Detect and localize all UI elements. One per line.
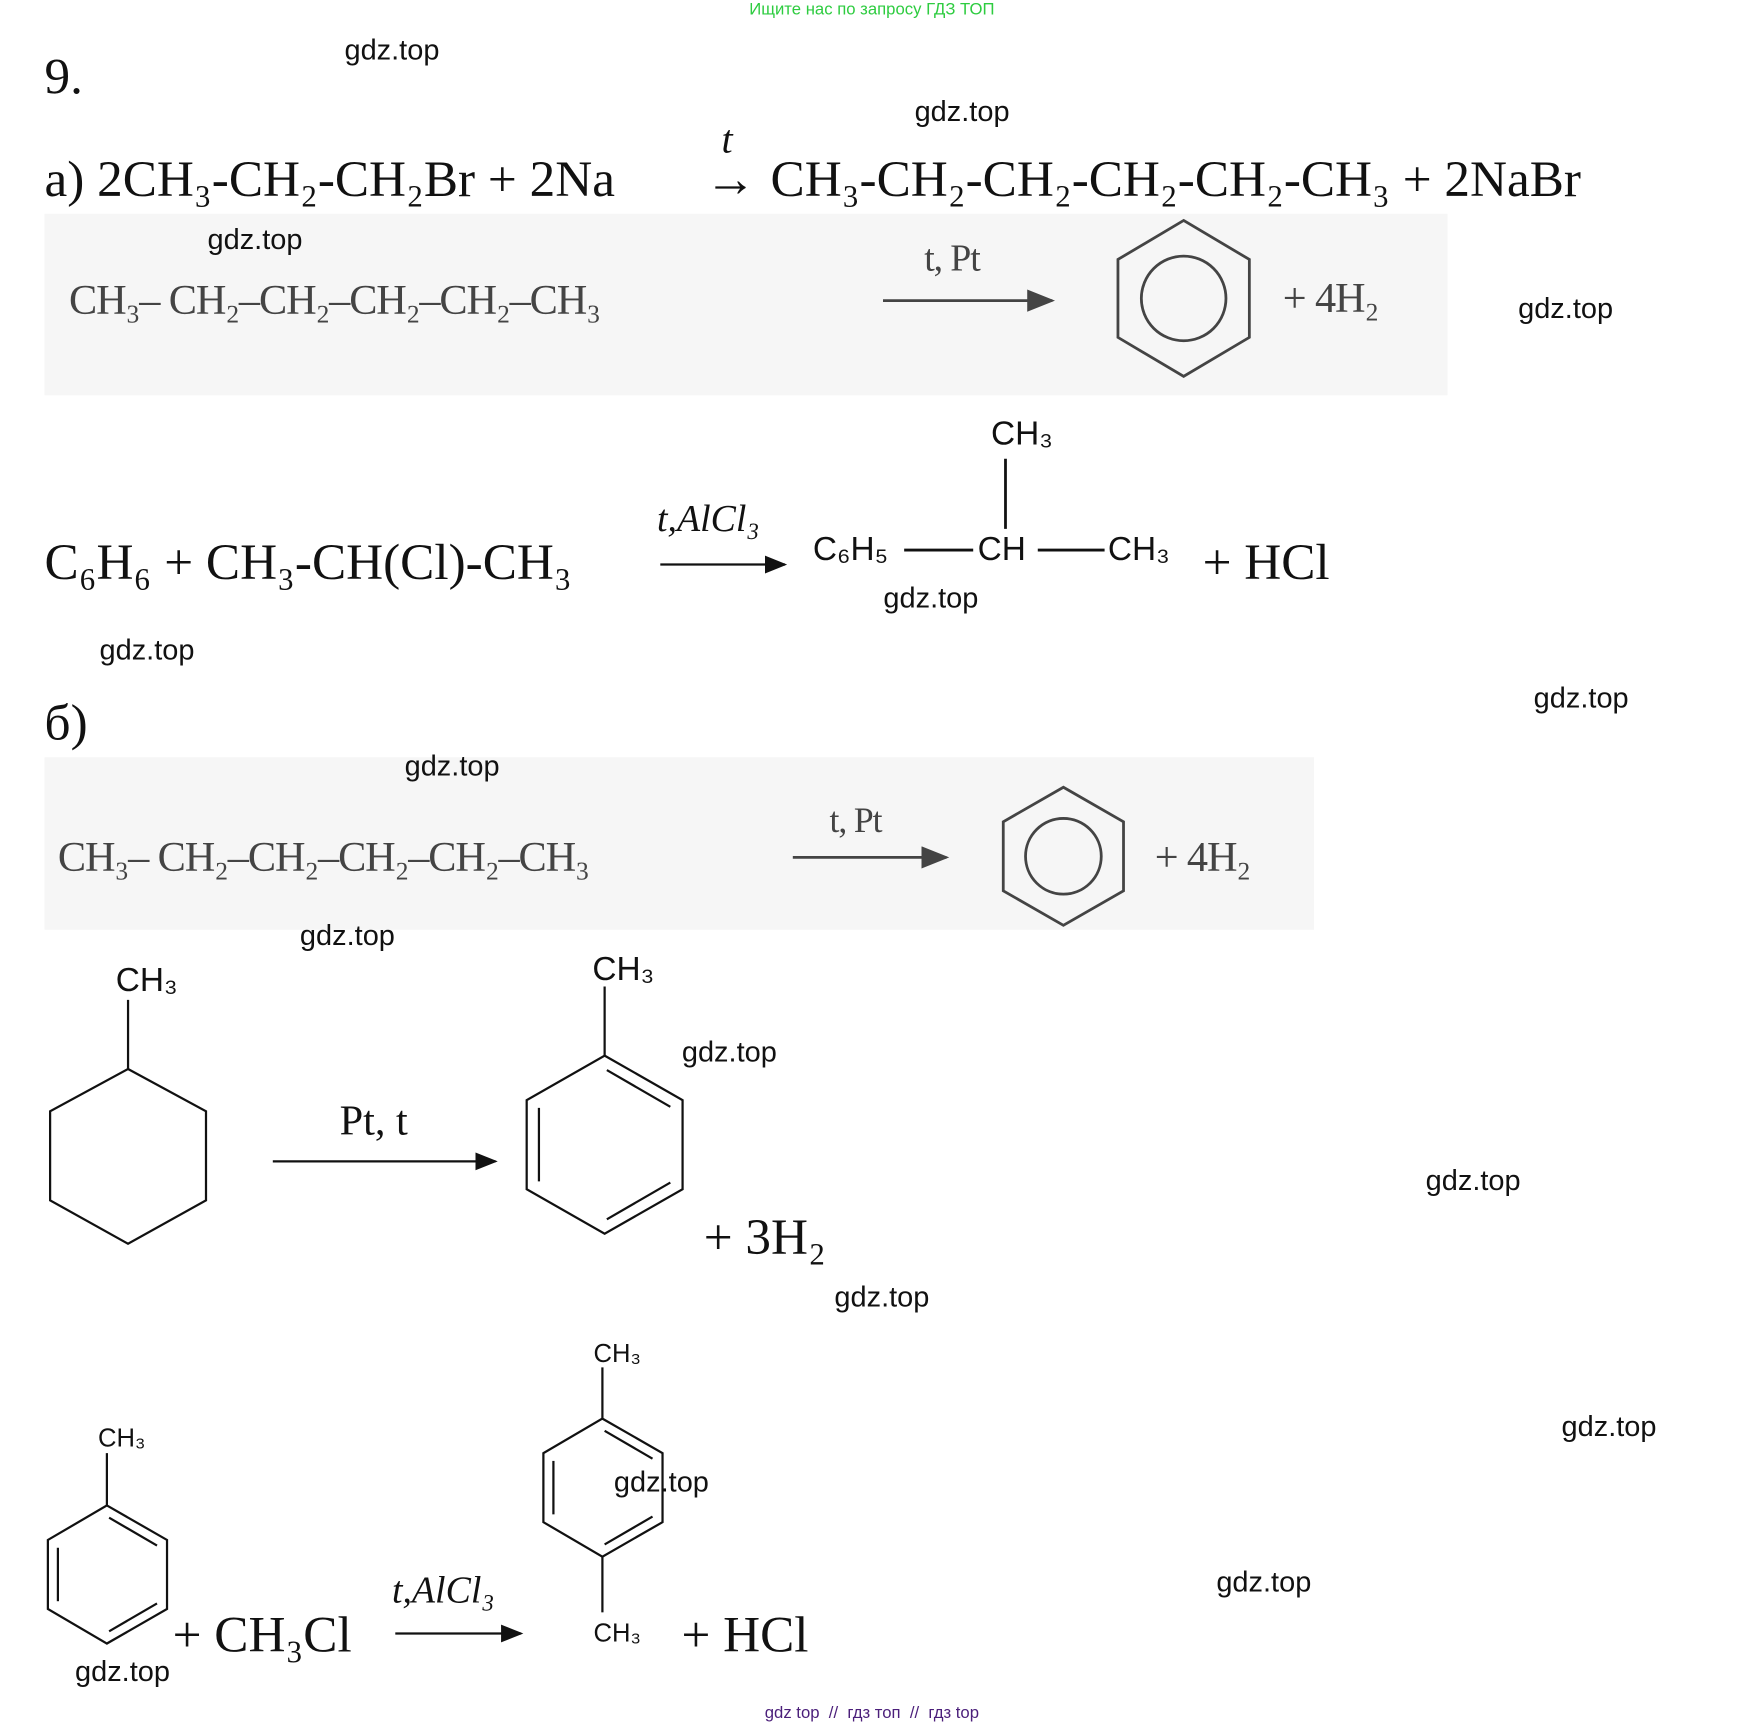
part-a-eq1-rhs: CH₃-CH₂-CH₂-CH₂-CH₂-CH₃ + 2NaBr bbox=[770, 150, 1581, 208]
part-b-eq3-condition: t,AlCl₃ bbox=[391, 1570, 495, 1612]
part-b-eq2-reactant-ch3: CH₃ bbox=[115, 962, 178, 999]
watermark: gdz.top bbox=[1561, 1409, 1657, 1443]
p-xylene-structure bbox=[542, 1367, 664, 1613]
watermark: gdz.top bbox=[99, 633, 195, 667]
watermark: gdz.top bbox=[404, 748, 500, 783]
part-b-eq1-rhs: + 4H₂ bbox=[1154, 834, 1251, 881]
scanned-reaction-image bbox=[44, 757, 1314, 930]
part-b-eq1-lhs: CH₃– CH₂–CH₂–CH₂–CH₂–CH₃ bbox=[57, 834, 590, 881]
part-a-eq3-product-top: CH₃ bbox=[991, 415, 1053, 453]
benzene-ring-icon bbox=[1001, 785, 1125, 927]
benzene-ring-icon bbox=[1116, 218, 1251, 378]
task-number: 9. bbox=[44, 47, 83, 105]
part-a-eq3-condition: t,AlCl₃ bbox=[656, 498, 760, 541]
part-b-eq3-product-ch3-bottom: CH₃ bbox=[593, 1617, 641, 1647]
watermark: gdz.top bbox=[1216, 1565, 1312, 1599]
toluene-structure bbox=[525, 986, 684, 1236]
part-b-label: б) bbox=[44, 693, 88, 751]
part-a-eq3-product-left: C₆H₅ bbox=[812, 531, 889, 568]
watermark: gdz.top bbox=[207, 222, 303, 256]
part-a-eq1-lhs: а) 2CH₃-CH₂-CH₂Br + 2Na bbox=[44, 150, 615, 208]
footer-banner[interactable]: gdz top // гдз топ // гдз top bbox=[764, 1703, 980, 1723]
part-b-eq3-reactant-ch3: CH₃ bbox=[97, 1423, 146, 1453]
part-b-eq1-condition: t, Pt bbox=[829, 799, 883, 840]
part-a-eq3-product-right: CH₃ bbox=[1107, 531, 1170, 568]
part-a-eq3-lhs: C₆H₆ + CH₃-CH(Cl)-CH₃ bbox=[44, 533, 572, 591]
watermark: gdz.top bbox=[681, 1034, 777, 1069]
watermark: gdz.top bbox=[834, 1279, 930, 1314]
part-b-eq3-product-ch3-top: CH₃ bbox=[593, 1338, 641, 1368]
reaction-arrow-icon: → bbox=[704, 150, 757, 208]
part-b-eq2-product-ch3: CH₃ bbox=[592, 950, 655, 988]
watermark: gdz.top bbox=[1533, 680, 1629, 715]
watermark: gdz.top bbox=[883, 580, 979, 615]
part-b-eq2-rhs: + 3H₂ bbox=[703, 1208, 826, 1265]
part-a-eq2-rhs: + 4H₂ bbox=[1282, 275, 1379, 322]
part-a-eq2-lhs: CH₃– CH₂–CH₂–CH₂–CH₂–CH₃ bbox=[69, 277, 601, 325]
watermark: gdz.top bbox=[613, 1464, 709, 1499]
watermark: gdz.top bbox=[1518, 291, 1614, 325]
scanned-reaction-image bbox=[44, 213, 1448, 396]
methylcyclohexane-structure bbox=[48, 999, 208, 1246]
watermark: gdz.top bbox=[344, 32, 440, 67]
part-a-eq3-product-center: CH bbox=[977, 531, 1026, 568]
part-b-eq3-rhs: + HCl bbox=[681, 1605, 809, 1663]
part-a-eq3-rhs: + HCl bbox=[1202, 533, 1330, 591]
watermark: gdz.top bbox=[914, 94, 1010, 128]
header-banner[interactable]: Ищите нас по запросу ГДЗ ТОП bbox=[749, 0, 995, 19]
watermark: gdz.top bbox=[74, 1654, 170, 1688]
part-a-eq1-condition: t bbox=[721, 116, 733, 162]
part-b-eq3-reagent: + CH₃Cl bbox=[172, 1605, 352, 1663]
part-a-eq2-condition: t, Pt bbox=[924, 238, 981, 280]
watermark: gdz.top bbox=[299, 918, 395, 952]
toluene-structure bbox=[46, 1453, 169, 1645]
part-b-eq2-condition: Pt, t bbox=[339, 1097, 408, 1145]
watermark: gdz.top bbox=[1425, 1163, 1521, 1197]
